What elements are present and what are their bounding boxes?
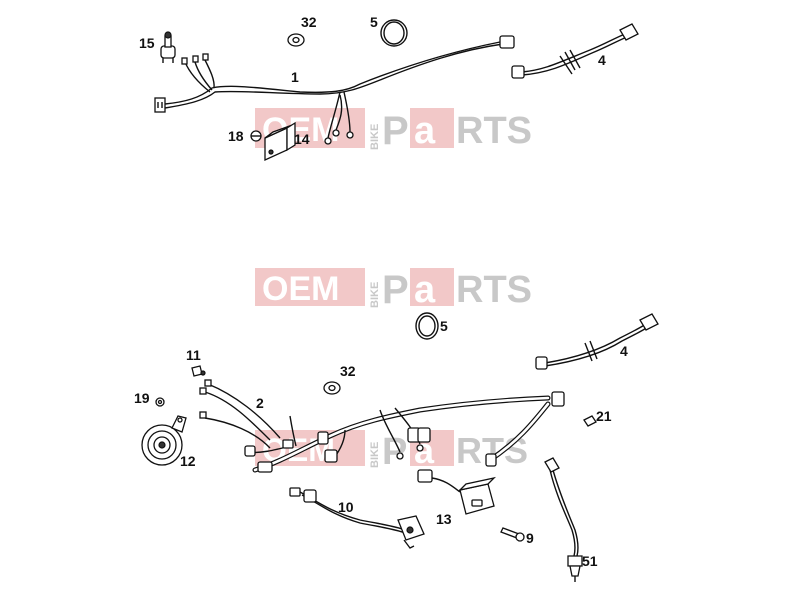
watermark-rts-text: RTS xyxy=(456,269,532,311)
callout-32: 32 xyxy=(301,14,317,30)
callout-4: 4 xyxy=(598,52,606,68)
callout-14: 14 xyxy=(294,131,310,147)
callout-15: 15 xyxy=(139,35,155,51)
part-21-clip xyxy=(583,415,597,427)
part-13-regulator xyxy=(417,469,497,515)
watermark-rts-text: RTS xyxy=(456,110,532,152)
callout-1: 1 xyxy=(291,69,299,85)
callout-9: 9 xyxy=(526,530,534,546)
watermark-bike-text: BIKE xyxy=(369,282,381,308)
callout-11: 11 xyxy=(186,347,201,363)
part-32-sleeve xyxy=(287,33,305,47)
part-51-sensor xyxy=(544,457,583,582)
watermark-bike-text: BIKE xyxy=(369,124,381,150)
part-11-bulb xyxy=(191,365,206,377)
callout-18: 18 xyxy=(228,128,244,144)
part-1-main-harness xyxy=(154,35,515,145)
part-10-switch-cable xyxy=(289,487,425,549)
watermark-bike-text: BIKE xyxy=(369,442,381,468)
watermark-a-text: a xyxy=(414,110,436,152)
part-9-screw xyxy=(500,527,525,542)
callout-2: 2 xyxy=(256,395,264,411)
watermark-p-text: P xyxy=(382,268,409,312)
callout-19: 19 xyxy=(134,390,150,406)
part-32-sleeve-bottom xyxy=(323,381,341,395)
part-5-cable-tie-bottom xyxy=(415,312,439,340)
part-4-extension-cable-bottom xyxy=(535,313,659,370)
part-12-horn xyxy=(141,415,187,466)
part-2-main-harness xyxy=(199,379,565,473)
callout-5: 5 xyxy=(370,14,378,30)
part-14-relay xyxy=(264,121,296,162)
callout-10: 10 xyxy=(338,499,354,515)
callout-4-bottom: 4 xyxy=(620,343,628,359)
callout-5-bottom: 5 xyxy=(440,318,448,334)
callout-32-bottom: 32 xyxy=(340,363,356,379)
callout-13: 13 xyxy=(436,511,452,527)
watermark-top: OEM BIKE P a RTS xyxy=(255,108,532,153)
callout-21: 21 xyxy=(596,408,612,424)
watermark-middle: OEM BIKE P a RTS xyxy=(255,268,532,312)
part-19-nut xyxy=(155,397,165,407)
part-4-extension-cable-top xyxy=(511,23,639,79)
callout-51: 51 xyxy=(582,553,598,569)
watermark-a-text: a xyxy=(414,269,436,311)
part-5-cable-tie xyxy=(380,19,408,47)
part-18-screw xyxy=(250,130,262,142)
watermark-p-text: P xyxy=(382,431,407,473)
part-15-switch xyxy=(160,31,176,63)
callout-12: 12 xyxy=(180,453,196,469)
watermark-oem-text: OEM xyxy=(262,270,339,308)
watermark-p-text: P xyxy=(382,109,409,153)
